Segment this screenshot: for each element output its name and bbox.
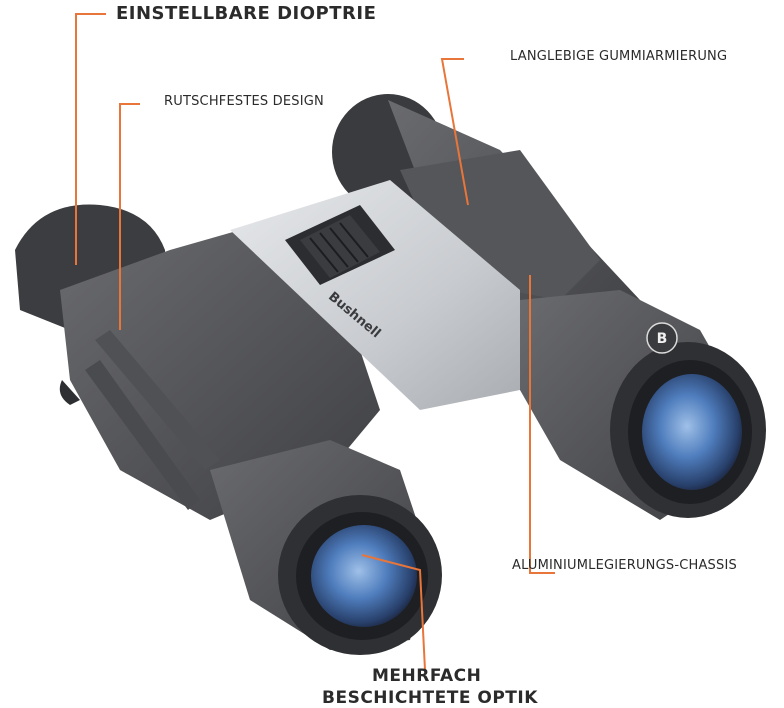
left-objective	[210, 440, 442, 655]
focus-wheel	[285, 205, 395, 285]
left-grip-rail	[95, 330, 220, 470]
strap-loop	[59, 380, 80, 405]
rubber-label: LANGLEBIGE GUMMIARMIERUNG	[510, 49, 728, 64]
grip-label: RUTSCHFESTES DESIGN	[164, 94, 324, 109]
brand-badge-letter: B	[657, 331, 668, 347]
optics-callout-line	[361, 554, 426, 671]
right-lens	[642, 374, 742, 490]
rubber-callout-line	[440, 58, 469, 206]
diopter-callout-line	[75, 13, 106, 265]
optics-label-line1: MEHRFACH	[372, 666, 482, 686]
chassis-callout-line	[529, 275, 555, 574]
bridge-chassis: Bushnell	[230, 180, 520, 410]
left-lens	[311, 525, 417, 627]
brand-badge	[646, 322, 678, 354]
left-grip-rail-2	[85, 360, 200, 510]
callout-lines	[75, 13, 555, 671]
optics-label-line2: BESCHICHTETE OPTIK	[322, 688, 538, 708]
right-objective: B	[520, 290, 766, 520]
chassis-label: ALUMINIUMLEGIERUNGS-CHASSIS	[512, 558, 737, 573]
diopter-label: EINSTELLBARE DIOPTRIE	[116, 3, 377, 24]
grip-callout-line	[119, 103, 140, 330]
